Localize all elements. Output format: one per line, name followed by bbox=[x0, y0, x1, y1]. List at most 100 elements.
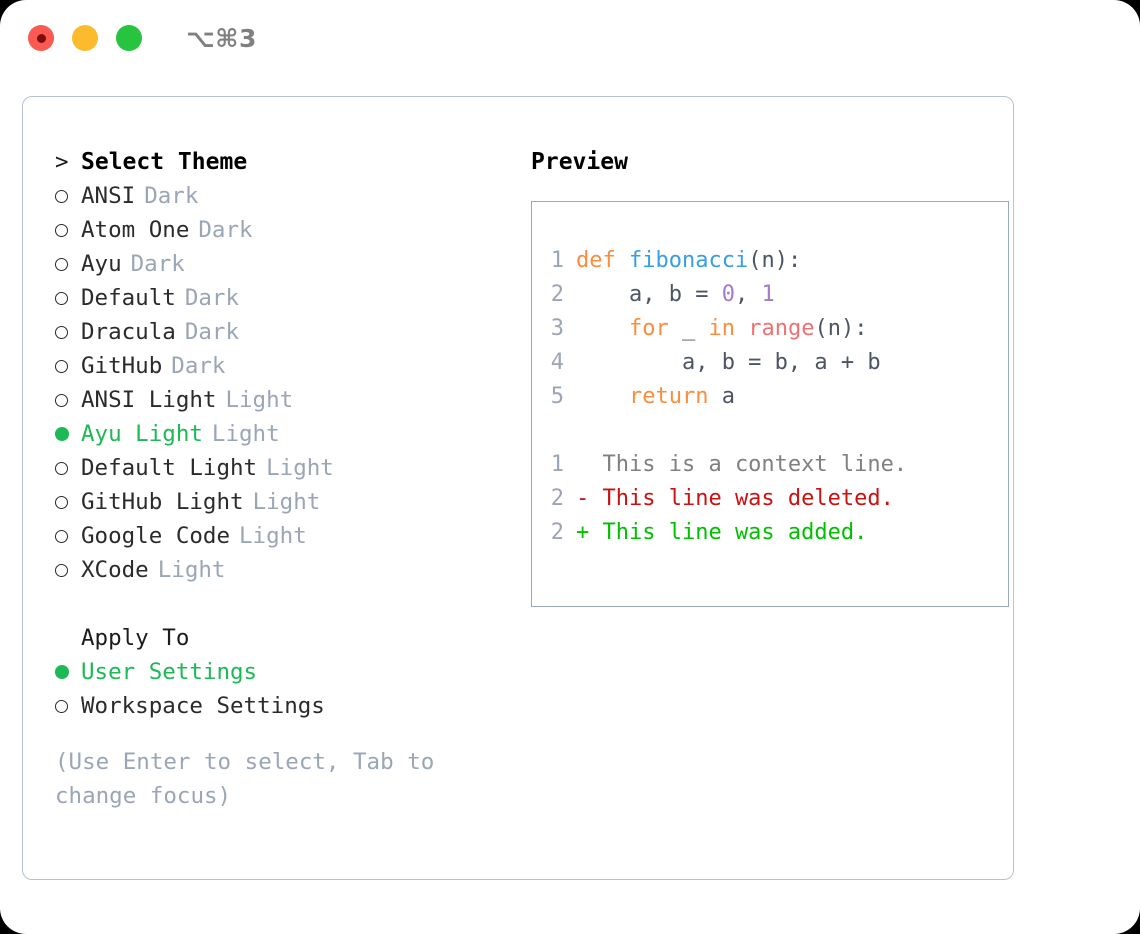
code-line-3: 3 for _ in range(n): bbox=[550, 312, 1008, 346]
theme-variant-tag: Dark bbox=[198, 217, 253, 243]
line-number: 4 bbox=[550, 350, 564, 375]
line-number: 1 bbox=[550, 452, 564, 477]
radio-glyph bbox=[55, 665, 69, 679]
window-controls bbox=[28, 25, 142, 51]
theme-item-label: Default Light bbox=[81, 455, 258, 481]
theme-item-1[interactable]: Atom One Dark bbox=[55, 213, 509, 247]
radio-unselected-icon[interactable] bbox=[55, 214, 81, 248]
code-token-num: 0 bbox=[721, 282, 735, 307]
theme-variant-tag: Light bbox=[266, 455, 334, 481]
code-token-pln bbox=[576, 384, 629, 409]
radio-glyph bbox=[55, 564, 68, 577]
theme-variant-tag: Dark bbox=[184, 319, 240, 345]
theme-item-8[interactable]: Default Light Light bbox=[55, 451, 509, 485]
close-button[interactable] bbox=[28, 25, 54, 51]
code-token-num: 1 bbox=[761, 282, 775, 307]
radio-glyph bbox=[55, 496, 68, 509]
radio-unselected-icon[interactable] bbox=[55, 486, 81, 520]
code-token-pln: (n): bbox=[748, 248, 802, 273]
code-token-kw: in bbox=[708, 316, 735, 341]
theme-variant-tag: Light bbox=[211, 421, 280, 447]
theme-item-label: GitHub Light bbox=[81, 489, 244, 515]
radio-glyph bbox=[55, 360, 68, 373]
code-token-fn: fibonacci bbox=[628, 248, 749, 273]
diff-text: - This line was deleted. bbox=[576, 486, 894, 511]
radio-glyph bbox=[55, 700, 68, 713]
apply-to-item-1[interactable]: Workspace Settings bbox=[55, 689, 509, 723]
list-spacer bbox=[55, 587, 509, 621]
theme-variant-tag: Light bbox=[252, 489, 321, 515]
code-line-4: 4 a, b = b, a + b bbox=[550, 346, 1008, 380]
radio-glyph bbox=[55, 326, 68, 339]
apply-to-item-label: User Settings bbox=[81, 659, 258, 685]
diff-line-ctx: 1 This is a context line. bbox=[550, 448, 1008, 482]
select-theme-heading: > Select Theme bbox=[55, 145, 509, 179]
theme-item-label: Google Code bbox=[81, 523, 231, 549]
theme-item-label: ANSI bbox=[81, 183, 136, 209]
code-line-2: 2 a, b = 0, 1 bbox=[550, 278, 1008, 312]
minimize-button[interactable] bbox=[72, 25, 98, 51]
diff-text: This is a context line. bbox=[576, 452, 908, 477]
code-line-5: 5 return a bbox=[550, 380, 1008, 414]
radio-unselected-icon[interactable] bbox=[55, 520, 81, 554]
radio-unselected-icon[interactable] bbox=[55, 690, 81, 724]
code-token-pln: a bbox=[708, 384, 735, 409]
radio-selected-icon[interactable] bbox=[55, 417, 81, 451]
radio-glyph bbox=[55, 190, 68, 203]
radio-unselected-icon[interactable] bbox=[55, 180, 81, 214]
radio-selected-icon[interactable] bbox=[55, 655, 81, 689]
theme-variant-tag: Dark bbox=[184, 285, 240, 311]
code-token-pln: a, b = b, a + b bbox=[576, 350, 881, 375]
radio-glyph bbox=[55, 258, 68, 271]
diff-line-add: 2+ This line was added. bbox=[550, 516, 1008, 550]
code-token-pln: , bbox=[734, 282, 762, 307]
theme-item-3[interactable]: Default Dark bbox=[55, 281, 509, 315]
line-number: 1 bbox=[550, 248, 564, 273]
theme-item-9[interactable]: GitHub Light Light bbox=[55, 485, 509, 519]
theme-variant-tag: Light bbox=[157, 557, 226, 583]
radio-unselected-icon[interactable] bbox=[55, 350, 81, 384]
theme-item-label: GitHub bbox=[81, 353, 163, 379]
line-number: 2 bbox=[550, 486, 564, 511]
theme-item-label: ANSI Light bbox=[81, 387, 217, 413]
theme-item-label: Dracula bbox=[81, 319, 176, 345]
radio-unselected-icon[interactable] bbox=[55, 384, 81, 418]
maximize-button[interactable] bbox=[116, 25, 142, 51]
radio-glyph bbox=[55, 394, 68, 407]
radio-unselected-icon[interactable] bbox=[55, 452, 81, 486]
line-number: 3 bbox=[550, 316, 564, 341]
radio-unselected-icon[interactable] bbox=[55, 554, 81, 588]
theme-item-label: Default bbox=[81, 285, 176, 311]
theme-item-label: Atom One bbox=[81, 217, 190, 243]
line-number: 2 bbox=[550, 282, 564, 307]
theme-item-4[interactable]: Dracula Dark bbox=[55, 315, 509, 349]
radio-unselected-icon[interactable] bbox=[55, 248, 81, 282]
theme-item-10[interactable]: Google Code Light bbox=[55, 519, 509, 553]
radio-unselected-icon[interactable] bbox=[55, 282, 81, 316]
code-token-call: range bbox=[748, 316, 815, 341]
radio-glyph bbox=[55, 530, 68, 543]
theme-variant-tag: Light bbox=[239, 523, 307, 549]
apply-to-item-0[interactable]: User Settings bbox=[55, 655, 509, 689]
code-token-pln bbox=[735, 316, 748, 341]
radio-unselected-icon[interactable] bbox=[55, 316, 81, 350]
select-theme-heading-label: Select Theme bbox=[81, 149, 248, 175]
radio-glyph bbox=[55, 462, 68, 475]
code-token-pln: _ bbox=[668, 316, 709, 341]
code-token-kw: return bbox=[628, 384, 709, 409]
diff-line-del: 2 - This line was deleted. bbox=[550, 482, 1008, 516]
